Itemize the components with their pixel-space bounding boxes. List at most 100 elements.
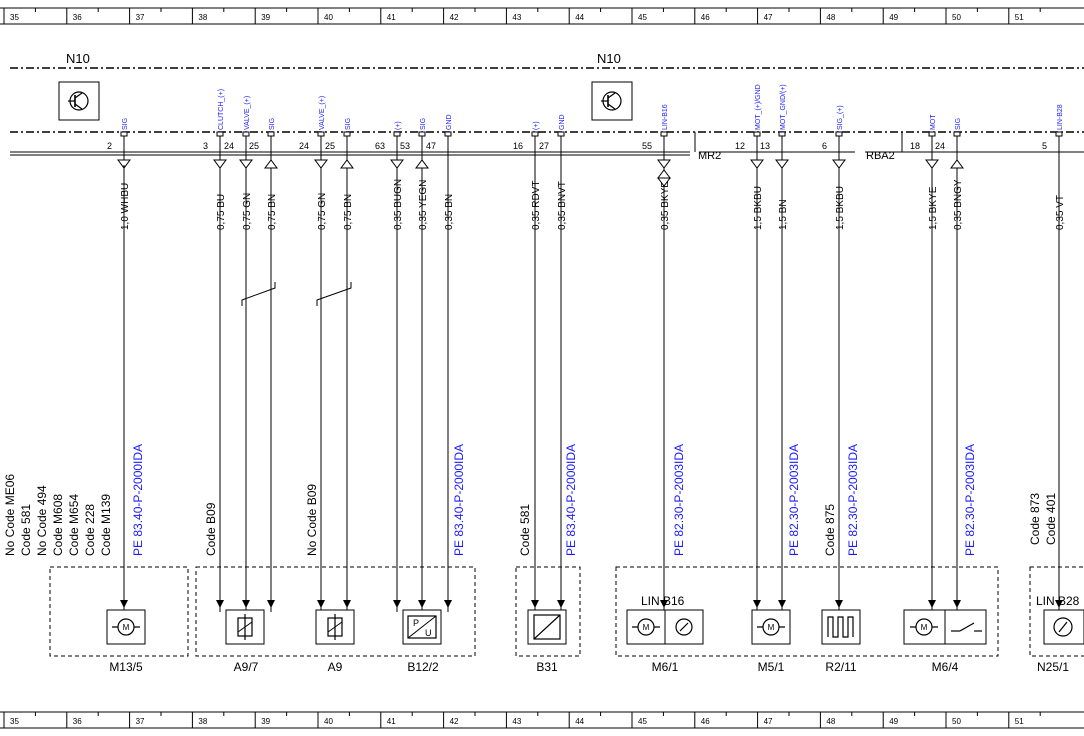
code-condition: Code 581 [518, 504, 532, 556]
transistor-collector [74, 92, 83, 99]
wire-w3: VALVE_(+)240,75 GN [224, 96, 253, 612]
connector-label-rba2: RBA2 [866, 150, 895, 162]
valve-diagonal [237, 621, 253, 633]
component-label: B31 [536, 660, 558, 674]
wire-spec-label: 0,35 RDVT [531, 181, 542, 230]
pin-terminal [953, 131, 961, 137]
grid-number: 42 [450, 717, 459, 726]
signal-arrow-down [925, 159, 939, 169]
code-condition: No Code B09 [305, 484, 319, 556]
voltage-letter: U [425, 628, 432, 638]
signal-arrow-up [264, 159, 278, 169]
sensor-icon [527, 609, 567, 645]
grid-number: 49 [889, 13, 898, 22]
grid-number: 43 [512, 13, 521, 22]
pin-terminal [444, 131, 452, 137]
motor-letter: M [768, 623, 775, 632]
pin-terminal [317, 131, 325, 137]
pin-number: 25 [325, 141, 335, 151]
pin-function-label: (+) [395, 121, 402, 130]
pin-function-label: (+) [533, 121, 540, 130]
signal-arrow-down [213, 159, 227, 169]
reference-link: PE 82.30-P-2003IDA [787, 444, 801, 556]
wire-end-arrow [835, 600, 843, 608]
code-condition: Code M608 [51, 494, 65, 556]
signal-arrow-down [657, 177, 671, 187]
control-unit-circle [1053, 617, 1073, 637]
pin-function-label: SIG [955, 118, 962, 130]
wire-end-arrow [216, 600, 224, 608]
pressure-sensor-icon: PU [402, 609, 442, 645]
signal-arrow-down [657, 159, 671, 169]
wire-end-arrow [928, 600, 936, 608]
wire-spec-label: 0,35 BNGY [953, 179, 964, 230]
code-condition: Code 875 [823, 504, 837, 556]
wire-spec-label: 1,5 BKYE [928, 186, 939, 230]
motor-switch-icon: M [903, 609, 987, 645]
signal-arrow-down [775, 159, 789, 169]
switch-blade [959, 622, 975, 632]
pin-terminal [267, 131, 275, 137]
reference-link: PE 83.40-P-2000IDA [131, 444, 145, 556]
grid-number: 39 [261, 13, 270, 22]
grid-number: 35 [10, 13, 19, 22]
wire-end-arrow [343, 600, 351, 608]
connector-label-mr2: MR2 [698, 150, 721, 162]
labels-layer: PE 83.40-P-2000IDA PE 83.40-P-2000IDA PE 8… [3, 444, 1058, 556]
motor-icon: M [751, 609, 791, 645]
motor-letter: M [643, 623, 650, 632]
pin-terminal [778, 131, 786, 137]
pin-function-label: GND [446, 114, 453, 130]
pressure-letter: P [413, 618, 419, 628]
transistor-icon [58, 81, 100, 121]
transistor-collector [607, 92, 616, 99]
wire-w7: (+)630,35 BUGN [375, 121, 404, 612]
sensor-diagonal [533, 614, 561, 640]
pin-function-label: LIN-B16 [662, 104, 669, 130]
component-label: M6/4 [932, 660, 959, 674]
reference-link: PE 82.30-P-2003IDA [963, 444, 977, 556]
component-group-box [195, 566, 476, 657]
grid-number: 40 [324, 717, 333, 726]
pin-terminal [835, 131, 843, 137]
module-label-n10b: N10 [597, 51, 621, 66]
grid-number: 50 [952, 717, 961, 726]
grid-number: 43 [512, 717, 521, 726]
pin-terminal [531, 131, 539, 137]
wire-spec-label: 1,5 BKBU [753, 186, 764, 230]
pin-terminal [1055, 131, 1063, 137]
pin-function-label: GND [559, 114, 566, 130]
component-box [1043, 609, 1084, 645]
wire-end-arrow [531, 600, 539, 608]
pin-function-label: VALVE_(+) [244, 96, 251, 130]
component-group-box [49, 566, 189, 657]
pin-terminal [418, 131, 426, 137]
component-group-box [615, 566, 999, 657]
pin-terminal [393, 131, 401, 137]
wire-end-arrow [778, 600, 786, 608]
valve-diagonal [327, 621, 343, 633]
reference-link: PE 83.40-P-2000IDA [564, 444, 578, 556]
module-label-n10: N10 [66, 51, 90, 66]
grid-number: 46 [701, 717, 710, 726]
grid-number: 37 [136, 13, 145, 22]
wire-w2: CLUTCH_(+)30,75 BU [203, 89, 227, 612]
wire-spec-label: 0,75 GN [317, 193, 328, 230]
motor-circle [637, 618, 655, 636]
pin-function-label: VALVE_(+) [319, 96, 326, 130]
wire-end-arrow [267, 600, 275, 608]
pin-terminal [242, 131, 250, 137]
pin-function-label: LIN-B28 [1057, 104, 1064, 130]
code-condition: Code 401 [1044, 493, 1058, 545]
signal-arrow-down [314, 159, 328, 169]
heater-icon [821, 609, 861, 645]
grid-number: 36 [73, 13, 82, 22]
